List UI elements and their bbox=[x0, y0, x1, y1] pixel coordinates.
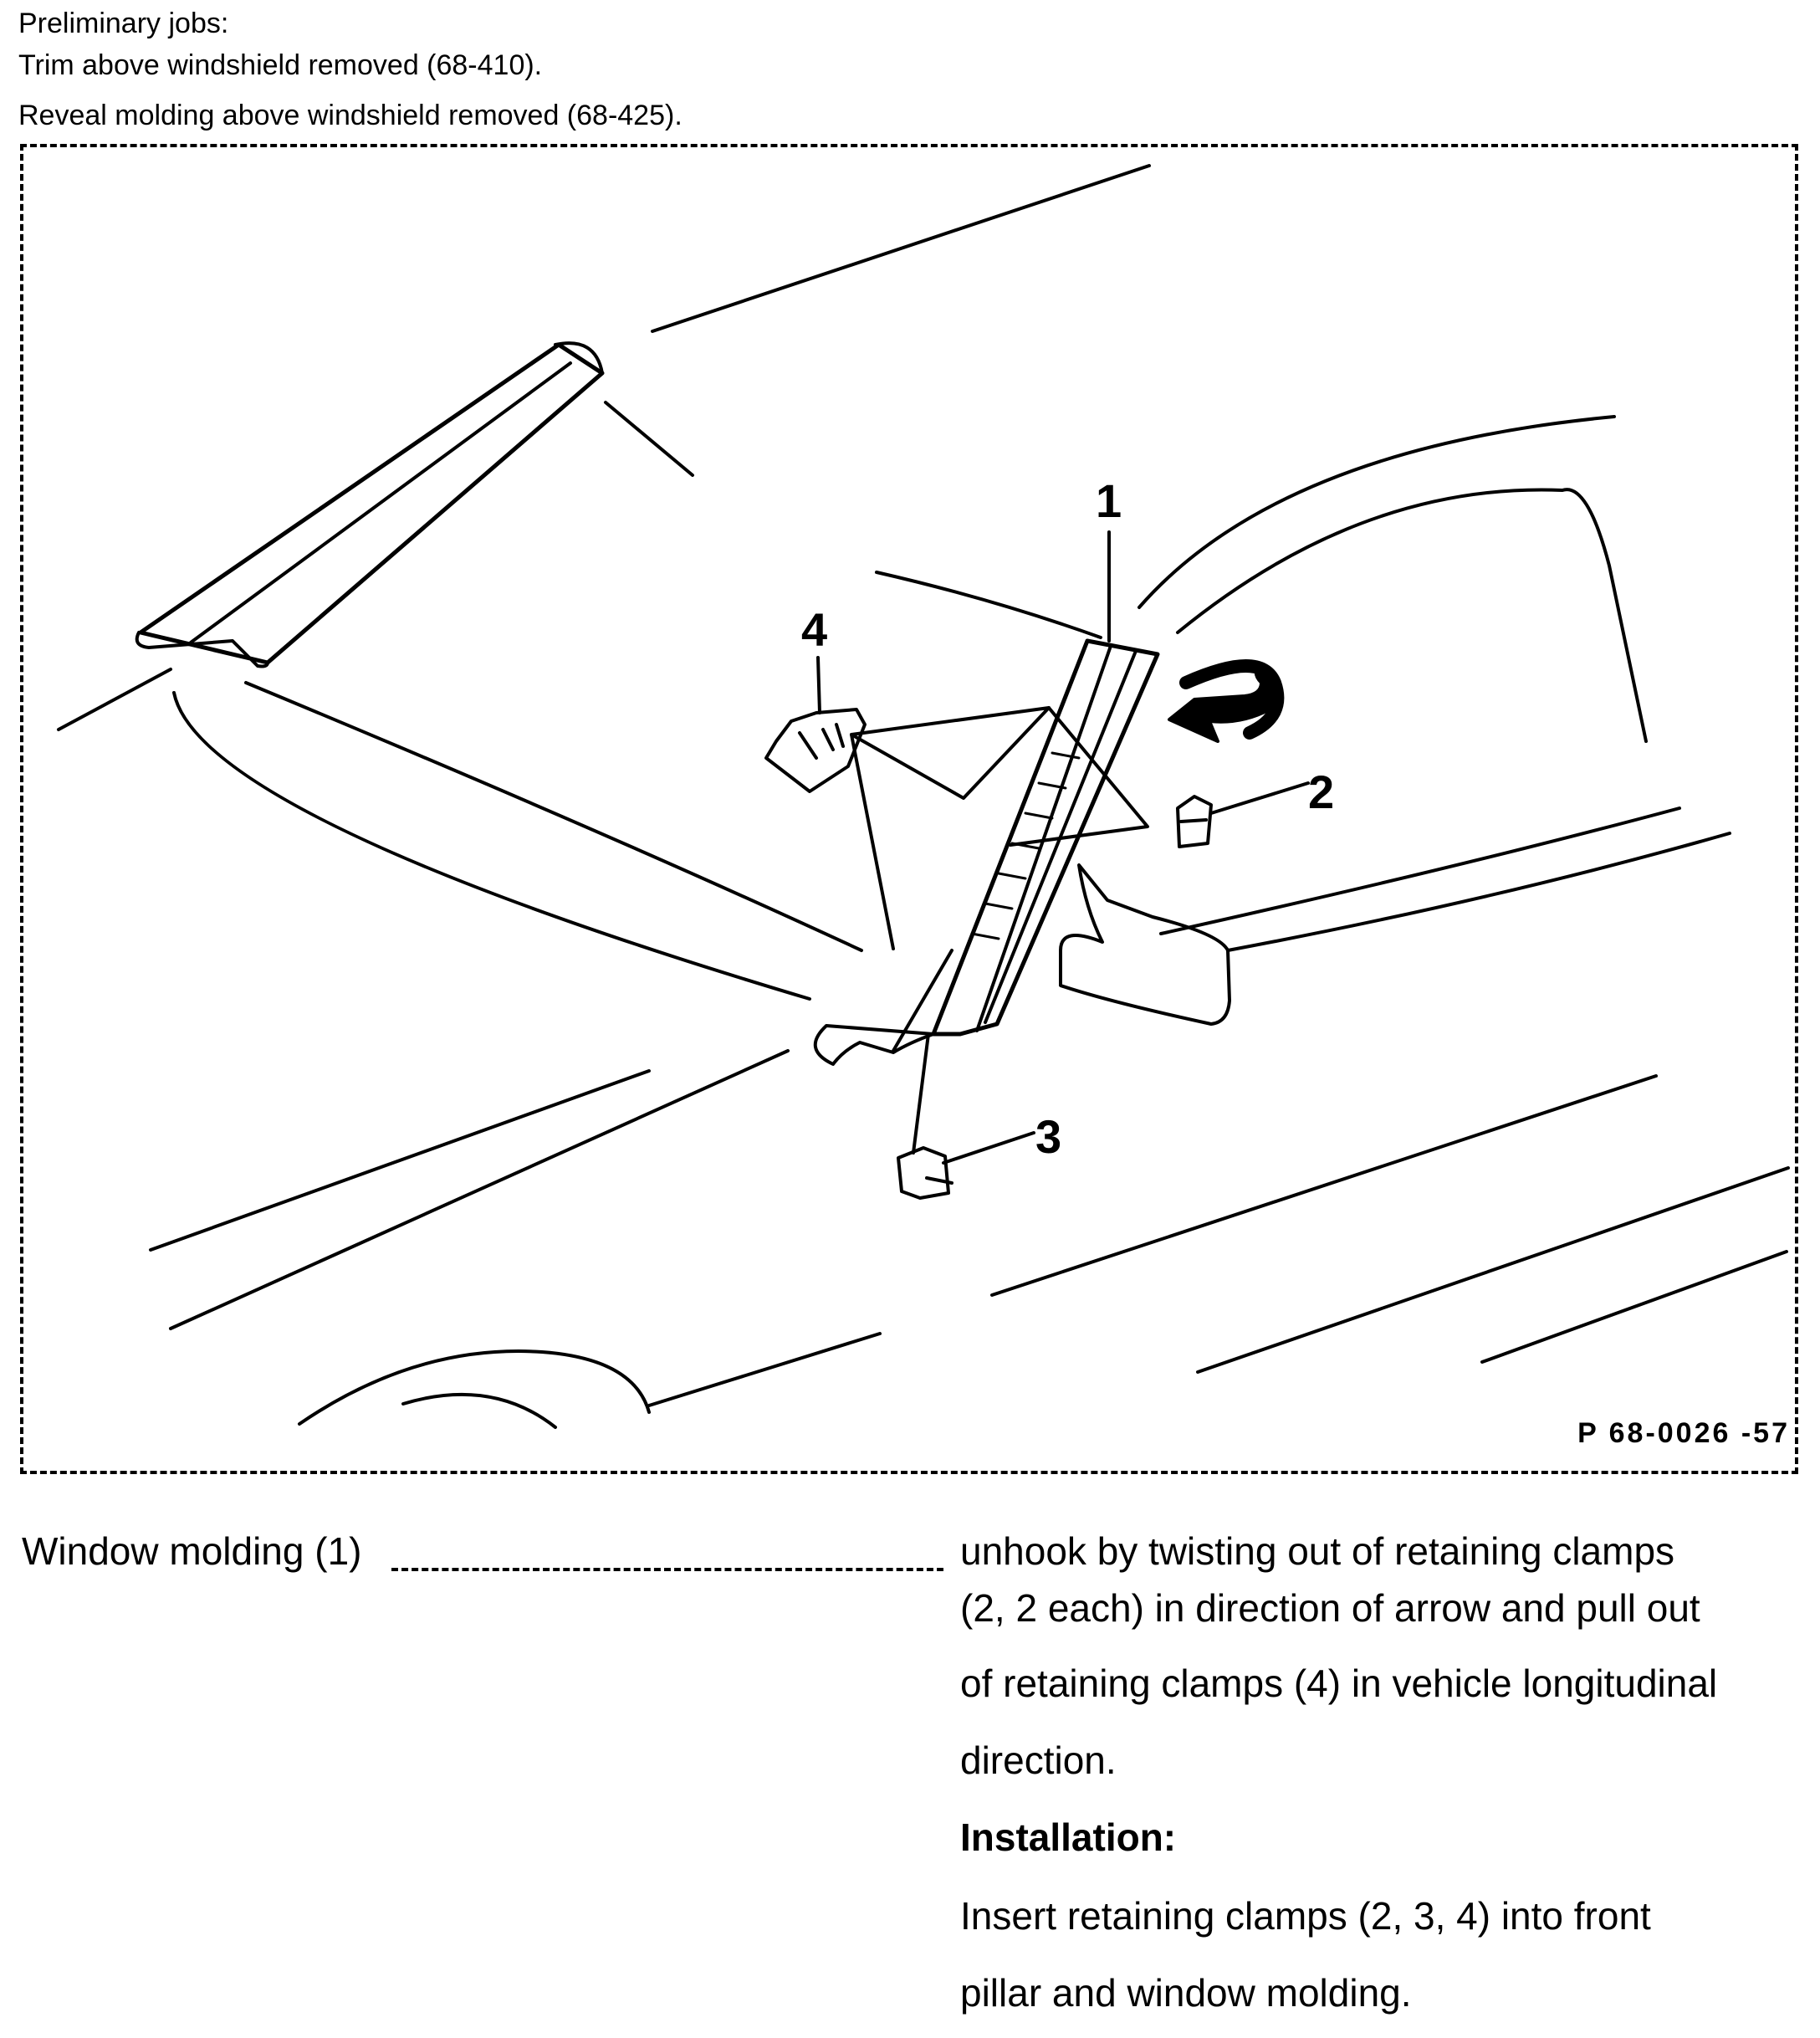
callout-1: 1 bbox=[1096, 474, 1122, 527]
step-leader-line bbox=[391, 1568, 943, 1571]
figure-code: P 68-0026 -57 bbox=[1577, 1417, 1790, 1449]
fender-line bbox=[169, 1049, 790, 1330]
side-mirror bbox=[1059, 863, 1231, 1026]
illustration-frame: 1 2 3 4 P 68-0026 -57 bbox=[20, 144, 1798, 1474]
windshield-lower-line bbox=[244, 681, 863, 952]
windshield-base-line bbox=[172, 691, 811, 1001]
installation-line: Insert retaining clamps (2, 3, 4) into f… bbox=[960, 1894, 1651, 1938]
side-window-frame bbox=[1176, 488, 1648, 743]
belt-line bbox=[1226, 832, 1731, 952]
hood-line bbox=[57, 668, 172, 731]
instruction-line: direction. bbox=[960, 1738, 1117, 1782]
instruction-line: (2, 2 each) in direction of arrow and pu… bbox=[960, 1586, 1700, 1630]
door-crease-line bbox=[990, 1074, 1658, 1297]
instruction-line: of retaining clamps (4) in vehicle longi… bbox=[960, 1662, 1718, 1705]
callout-2: 2 bbox=[1308, 766, 1334, 818]
leader-line-3 bbox=[912, 1032, 930, 1155]
sill-line bbox=[1480, 1250, 1788, 1364]
installation-line: pillar and window molding. bbox=[960, 1971, 1412, 2015]
leader-line-4 bbox=[850, 733, 895, 950]
instruction-line: unhook by twisting out of retaining clam… bbox=[960, 1529, 1675, 1573]
preliminary-jobs-heading: Preliminary jobs: bbox=[18, 8, 229, 39]
retaining-clamp-3 bbox=[897, 1131, 1035, 1200]
side-window-top bbox=[1138, 415, 1616, 609]
callout-3: 3 bbox=[1035, 1110, 1061, 1163]
step-label: Window molding (1) bbox=[22, 1529, 362, 1573]
installation-heading: Installation: bbox=[960, 1815, 1177, 1859]
twist-arrow-arc bbox=[1179, 659, 1285, 740]
body-crease-line bbox=[149, 1069, 651, 1252]
leader-triangle-4 bbox=[850, 706, 1051, 800]
leader-triangle-2 bbox=[1009, 706, 1149, 847]
windshield-edge-line bbox=[604, 401, 694, 477]
door-lower-line bbox=[1196, 1166, 1790, 1374]
wheel-arch bbox=[298, 1349, 651, 1426]
preliminary-job-item: Reveal molding above windshield removed … bbox=[18, 100, 682, 131]
side-window-lower bbox=[1159, 806, 1681, 935]
removed-window-molding bbox=[135, 341, 605, 668]
rocker-line bbox=[647, 1332, 882, 1407]
window-molding-illustration: 1 2 3 4 P 68-0026 -57 bbox=[57, 164, 1790, 1449]
preliminary-job-item: Trim above windshield removed (68-410). bbox=[18, 49, 543, 81]
window-molding-1 bbox=[813, 638, 1160, 1066]
retaining-clamp-4 bbox=[764, 656, 867, 793]
roof-line bbox=[651, 164, 1151, 333]
wheel-arch-inner bbox=[401, 1392, 557, 1429]
cowl-line bbox=[875, 571, 1102, 639]
callout-4: 4 bbox=[801, 603, 827, 656]
retaining-clamp-2 bbox=[1176, 781, 1310, 848]
